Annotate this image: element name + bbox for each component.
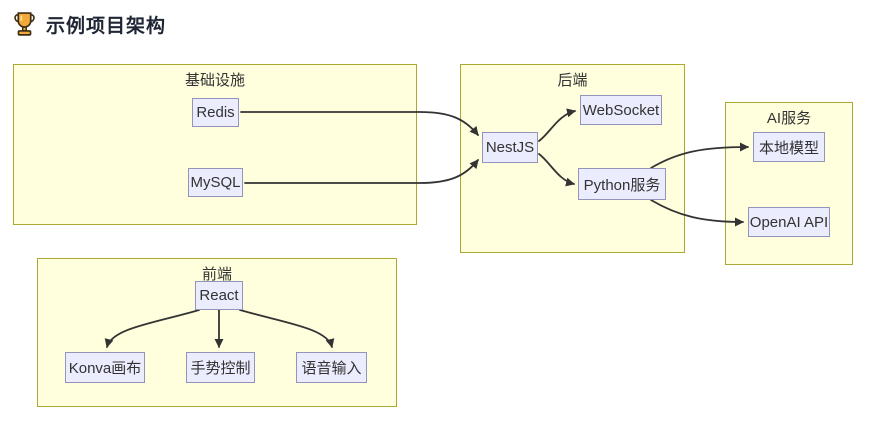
node-mysql: MySQL	[188, 168, 243, 197]
trophy-icon	[12, 11, 37, 38]
node-voice: 语音输入	[296, 352, 367, 383]
node-python: Python服务	[578, 168, 666, 200]
cluster-label-ai-services: AI服务	[766, 110, 812, 127]
node-nestjs: NestJS	[482, 132, 538, 163]
cluster-label-infrastructure: 基础设施	[184, 72, 245, 89]
page-title: 示例项目架构	[46, 16, 167, 37]
cluster-ai-services: AI服务	[725, 102, 853, 265]
cluster-label-frontend: 前端	[201, 266, 232, 283]
node-gesture: 手势控制	[186, 352, 255, 383]
node-openai-api: OpenAI API	[748, 207, 830, 237]
node-websocket: WebSocket	[580, 95, 662, 125]
page-header: 示例项目架构	[12, 11, 166, 38]
node-local-model: 本地模型	[753, 132, 825, 162]
node-redis: Redis	[192, 98, 239, 127]
node-konva: Konva画布	[65, 352, 145, 383]
cluster-label-backend: 后端	[557, 72, 588, 89]
cluster-infrastructure: 基础设施	[13, 64, 417, 225]
node-react: React	[195, 281, 243, 310]
